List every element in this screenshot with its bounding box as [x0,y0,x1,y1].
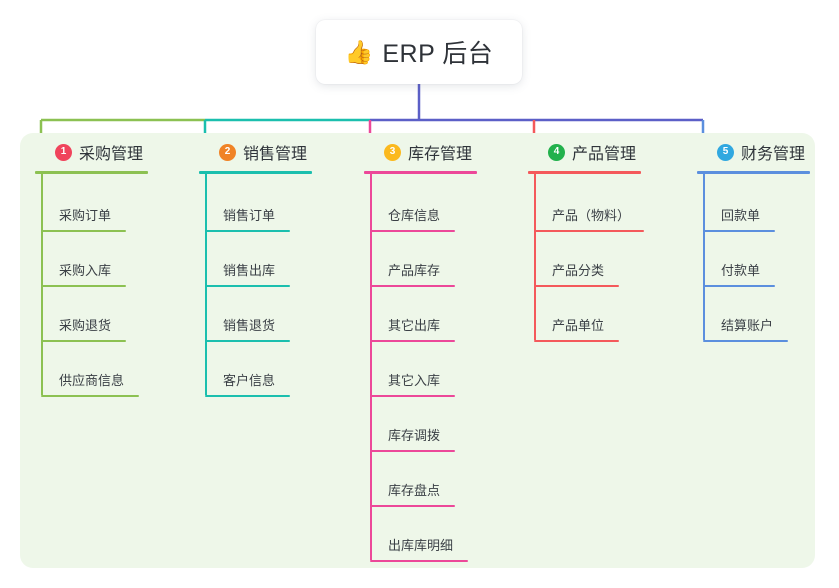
module-item-rule [370,505,455,507]
module-item[interactable]: 其它出库 [364,318,455,342]
module-number-badge: 5 [717,143,734,161]
module-item[interactable]: 供应商信息 [35,373,139,397]
module-title: 销售管理 [243,146,308,163]
module-item[interactable]: 其它入库 [364,373,455,397]
module-header-1[interactable]: 1 采购管理 [35,140,148,164]
module-item-label: 付款单 [721,263,761,278]
module-item-label: 结算账户 [721,318,774,333]
module-item-label: 其它入库 [388,373,441,388]
module-column-4: 4 产品管理产品（物料） 产品分类产品单位 [528,140,644,342]
module-item-rule [370,340,455,342]
module-column-3: 3 库存管理仓库信息产品库存其它出库其它入库库存调拨库存盘点出库库明细 [364,140,477,562]
module-item-label: 产品库存 [388,263,441,278]
module-item[interactable]: 销售退货 [199,318,290,342]
module-stem [534,173,536,340]
module-item-rule [41,230,126,232]
module-item-label: 其它出库 [388,318,441,333]
module-item[interactable]: 产品单位 [528,318,619,342]
module-item-rule [41,285,126,287]
modules-panel [20,133,815,568]
module-title: 产品管理 [572,146,637,163]
module-item-rule [703,285,775,287]
module-item-label: 客户信息 [223,373,276,388]
module-stem [370,173,372,560]
module-item-rule [205,230,290,232]
module-item-rule [205,340,290,342]
module-item-label: 供应商信息 [59,373,125,388]
module-header-3[interactable]: 3 库存管理 [364,140,477,164]
module-item-label: 销售出库 [223,263,276,278]
module-item-rule [703,230,775,232]
module-item-label: 采购订单 [59,208,112,223]
module-column-5: 5 财务管理回款单付款单结算账户 [697,140,810,342]
module-number-badge: 2 [219,143,236,161]
module-item-label: 仓库信息 [388,208,441,223]
module-item-rule [703,340,788,342]
module-item-rule [370,285,455,287]
module-item[interactable]: 库存调拨 [364,428,455,452]
module-column-1: 1 采购管理采购订单采购入库采购退货供应商信息 [35,140,148,397]
module-item[interactable]: 采购入库 [35,263,126,287]
module-item[interactable]: 采购订单 [35,208,126,232]
module-item-rule [41,340,126,342]
module-title: 财务管理 [741,146,806,163]
module-item-rule [370,230,455,232]
module-header-2[interactable]: 2 销售管理 [199,140,312,164]
module-item-rule [205,285,290,287]
module-item[interactable]: 出库库明细 [364,538,468,562]
module-item-rule [370,560,468,562]
module-item-label: 库存盘点 [388,483,441,498]
root-node[interactable]: 👍 ERP 后台 [316,20,522,84]
root-node-content: 👍 ERP 后台 [345,34,494,70]
module-header-rule [697,171,810,174]
module-number-badge: 4 [548,143,565,161]
module-item[interactable]: 产品（物料） [528,208,644,232]
module-item[interactable]: 产品分类 [528,263,619,287]
module-item[interactable]: 仓库信息 [364,208,455,232]
module-item-label: 出库库明细 [388,538,454,553]
module-stem [41,173,43,395]
module-item-rule [534,285,619,287]
module-item-rule [41,395,139,397]
module-item-rule [370,395,455,397]
module-header-rule [528,171,641,174]
module-item-label: 产品单位 [552,318,605,333]
module-item-label: 产品分类 [552,263,605,278]
module-title: 库存管理 [408,146,473,163]
module-item-label: 采购入库 [59,263,112,278]
module-title: 采购管理 [79,146,144,163]
module-item[interactable]: 库存盘点 [364,483,455,507]
module-stem [703,173,705,340]
module-item-rule [534,340,619,342]
module-stem [205,173,207,395]
module-header-rule [364,171,477,174]
module-item-rule [534,230,644,232]
module-item-rule [205,395,290,397]
module-item-label: 销售退货 [223,318,276,333]
module-header-4[interactable]: 4 产品管理 [528,140,641,164]
module-header-rule [199,171,312,174]
module-item[interactable]: 产品库存 [364,263,455,287]
module-item[interactable]: 结算账户 [697,318,788,342]
module-item[interactable]: 客户信息 [199,373,290,397]
module-item[interactable]: 销售订单 [199,208,290,232]
module-item-label: 销售订单 [223,208,276,223]
module-item-label: 回款单 [721,208,761,223]
module-item[interactable]: 回款单 [697,208,775,232]
module-header-rule [35,171,148,174]
module-item[interactable]: 付款单 [697,263,775,287]
module-item-rule [370,450,455,452]
module-column-2: 2 销售管理销售订单销售出库销售退货客户信息 [199,140,312,397]
module-header-5[interactable]: 5 财务管理 [697,140,810,164]
module-item-label: 采购退货 [59,318,112,333]
module-item[interactable]: 销售出库 [199,263,290,287]
module-number-badge: 1 [55,143,72,161]
thumbs-up-icon: 👍 [344,38,374,65]
module-item[interactable]: 采购退货 [35,318,126,342]
module-item-label: 库存调拨 [388,428,441,443]
module-number-badge: 3 [384,143,401,161]
root-title: ERP 后台 [382,40,494,68]
module-item-label: 产品（物料） [552,208,631,223]
